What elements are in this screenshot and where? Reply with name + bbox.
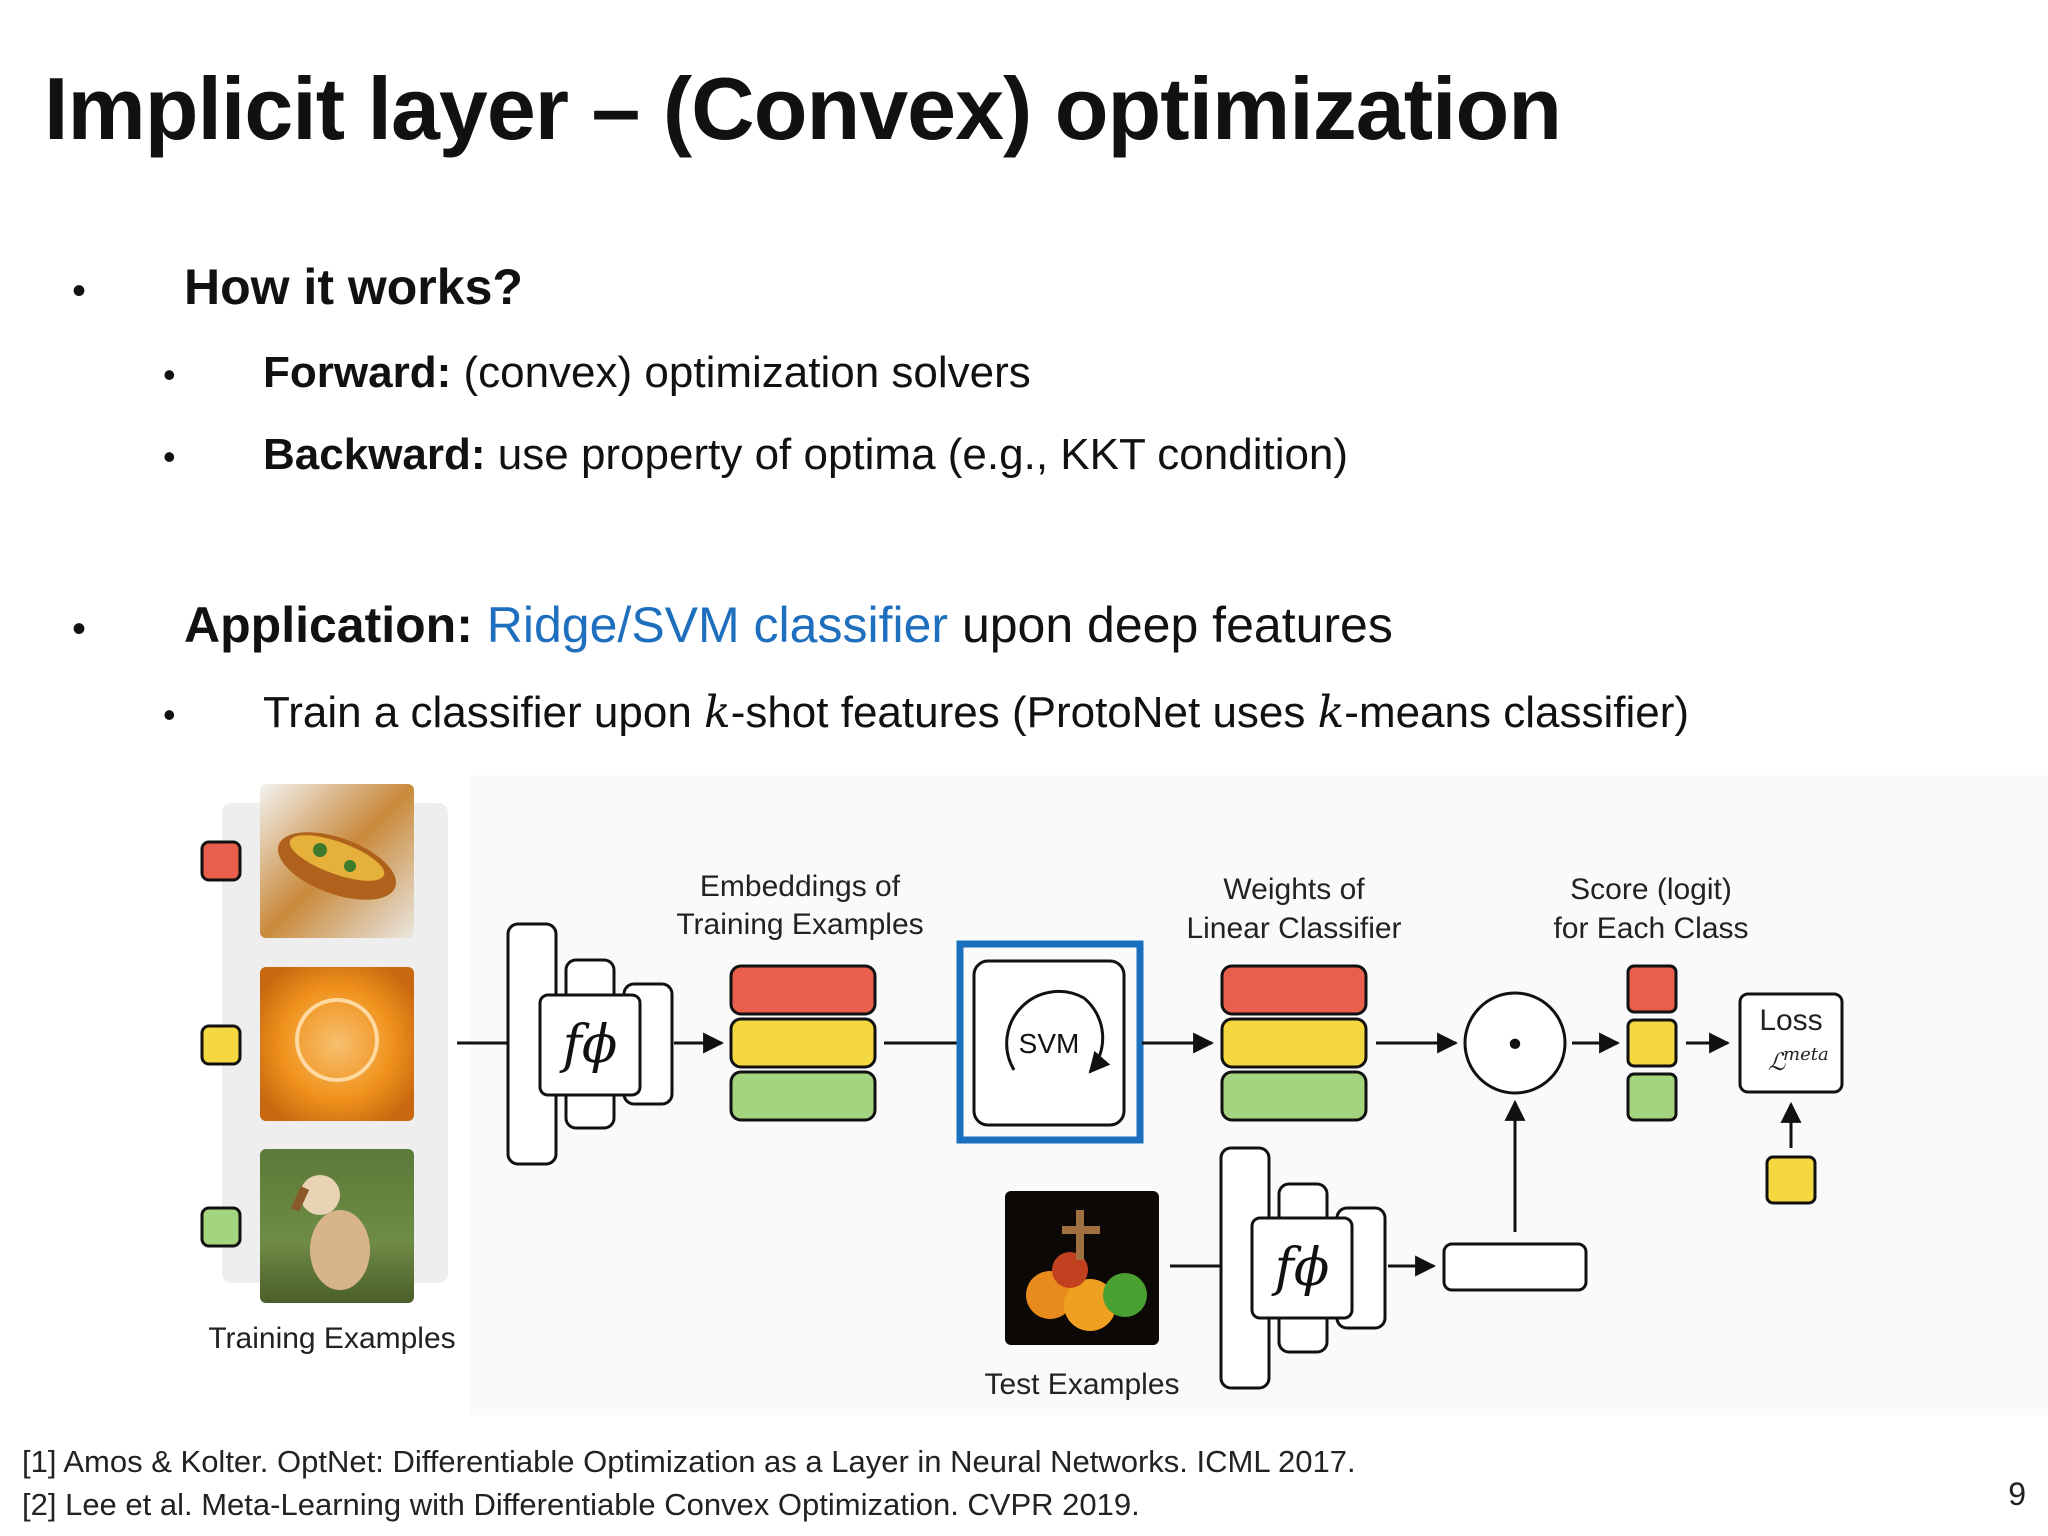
bullet-application: • Application: Ridge/SVM classifier upon… [58,596,1393,654]
backward-label: Backward: [263,430,486,479]
score-stack [1626,964,1678,1122]
class-color-marker-red [200,840,242,882]
reference-2: [2] Lee et al. Meta-Learning with Differ… [22,1487,1140,1522]
dot-symbol: • [1504,1025,1525,1066]
class-color-marker-yellow [200,1024,242,1066]
bullet-backward: • Backward: use property of optima (e.g.… [163,430,1348,480]
embeddings-label-line2: Training Examples [676,908,923,941]
classifier-weights-stack [1220,964,1368,1122]
k-symbol: k [1317,687,1345,738]
loss-block: Loss ℒ meta [1738,992,1844,1094]
svm-label: SVM [1019,1028,1080,1059]
fruit-test-image [1005,1191,1159,1345]
loss-symbol: ℒ [1768,1048,1786,1076]
app-label: Application: [184,597,473,653]
test-examples-label: Test Examples [984,1368,1179,1401]
app-text: upon deep features [948,597,1393,653]
bullet-dot: • [72,269,87,313]
feature-extractor-test: fϕ [1219,1146,1387,1390]
weights-label-line2: Linear Classifier [1186,912,1401,945]
bullet-forward: • Forward: (convex) optimization solvers [163,348,1031,398]
bullet-train-classifier: • Train a classifier upon k-shot feature… [163,687,1689,738]
forward-text: (convex) optimization solvers [451,348,1031,397]
how-heading: How it works? [184,259,523,315]
dog-image [260,1149,414,1303]
loss-superscript: meta [1783,1044,1829,1065]
f-phi-label: fϕ [559,1015,618,1075]
score-label-line1: Score (logit) [1570,873,1732,906]
bullet-how-it-works: • How it works? [58,258,523,316]
score-label-line2: for Each Class [1553,912,1748,945]
f-phi-label: fϕ [1271,1238,1330,1298]
class-color-marker-green [200,1206,242,1248]
bullet-dot: • [163,436,176,477]
svm-solver-block: SVM [956,940,1144,1144]
train-text-1: Train a classifier upon [263,688,705,737]
k-symbol: k [704,687,731,738]
target-label-marker [1765,1155,1817,1205]
bullet-dot: • [163,694,176,735]
bullet-dot: • [72,607,87,651]
page-number: 9 [2008,1476,2026,1512]
bullet-dot: • [163,354,176,395]
dot-product-operator: • [1463,991,1567,1095]
embeddings-stack [729,964,877,1122]
backward-text: use property of optima (e.g., KKT condit… [485,430,1349,479]
reference-1: [1] Amos & Kolter. OptNet: Differentiabl… [22,1444,1356,1479]
orange-slice-image [260,967,414,1121]
train-text-2: -shot features (ProtoNet uses [730,688,1318,737]
test-embedding [1442,1242,1588,1292]
app-highlight: Ridge/SVM classifier [486,597,949,653]
training-examples-label: Training Examples [208,1322,455,1355]
forward-label: Forward: [263,348,452,397]
hotdog-image [260,784,414,938]
train-text-3: -means classifier) [1344,688,1690,737]
loss-label: Loss [1759,1004,1822,1037]
slide-title: Implicit layer – (Convex) optimization [44,59,1562,158]
weights-label-line1: Weights of [1223,873,1365,906]
feature-extractor-train: fϕ [506,922,674,1166]
embeddings-label-line1: Embeddings of [700,870,901,903]
